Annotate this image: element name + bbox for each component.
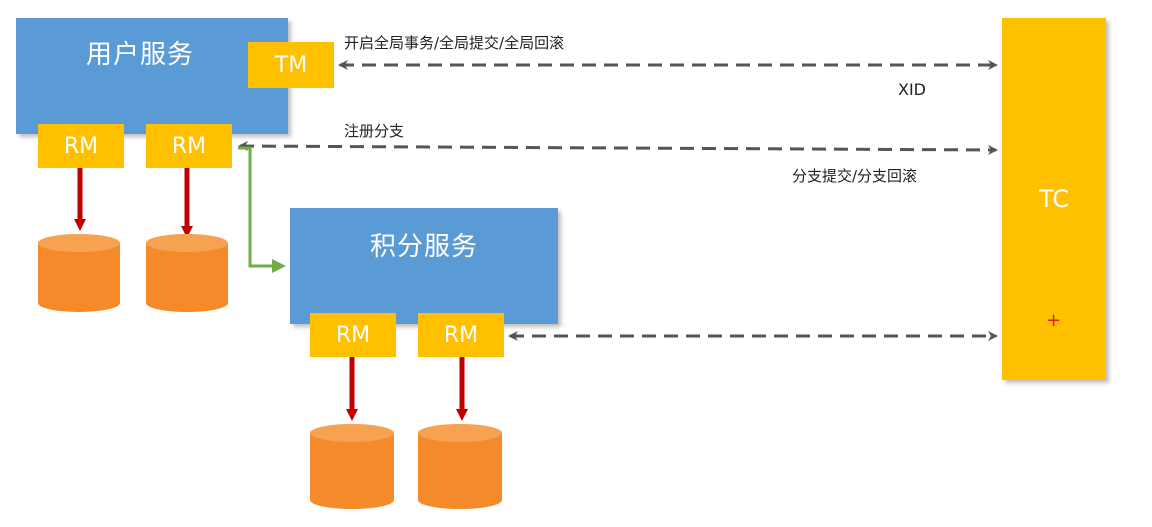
tc-box: TC: [1002, 18, 1106, 380]
tc-title: TC: [1038, 185, 1069, 213]
database-icon: [146, 234, 228, 312]
points-service-title: 积分服务: [369, 232, 478, 262]
database-icon: [310, 424, 394, 509]
user-service-box: [16, 18, 288, 134]
database-icon: [38, 234, 120, 312]
user-rm-2: RM: [146, 124, 232, 168]
xid-label: XID: [898, 80, 926, 99]
user-service-title: 用户服务: [85, 40, 194, 70]
points-service-box: [290, 208, 558, 324]
branch-commit-label: 分支提交/分支回滚: [792, 167, 918, 185]
tm-badge: TM: [248, 42, 334, 88]
database-icon: [418, 424, 502, 509]
points-rm-1: RM: [310, 313, 396, 357]
register-branch-label: 注册分支: [344, 122, 405, 140]
global-tx-label: 开启全局事务/全局提交/全局回滚: [344, 34, 565, 52]
user-rm-1: RM: [38, 124, 124, 168]
tc-marker: +: [1046, 310, 1062, 331]
points-rm-2: RM: [418, 313, 504, 357]
service-call-arrow: [238, 146, 286, 273]
register-branch-arrow: [238, 141, 998, 155]
